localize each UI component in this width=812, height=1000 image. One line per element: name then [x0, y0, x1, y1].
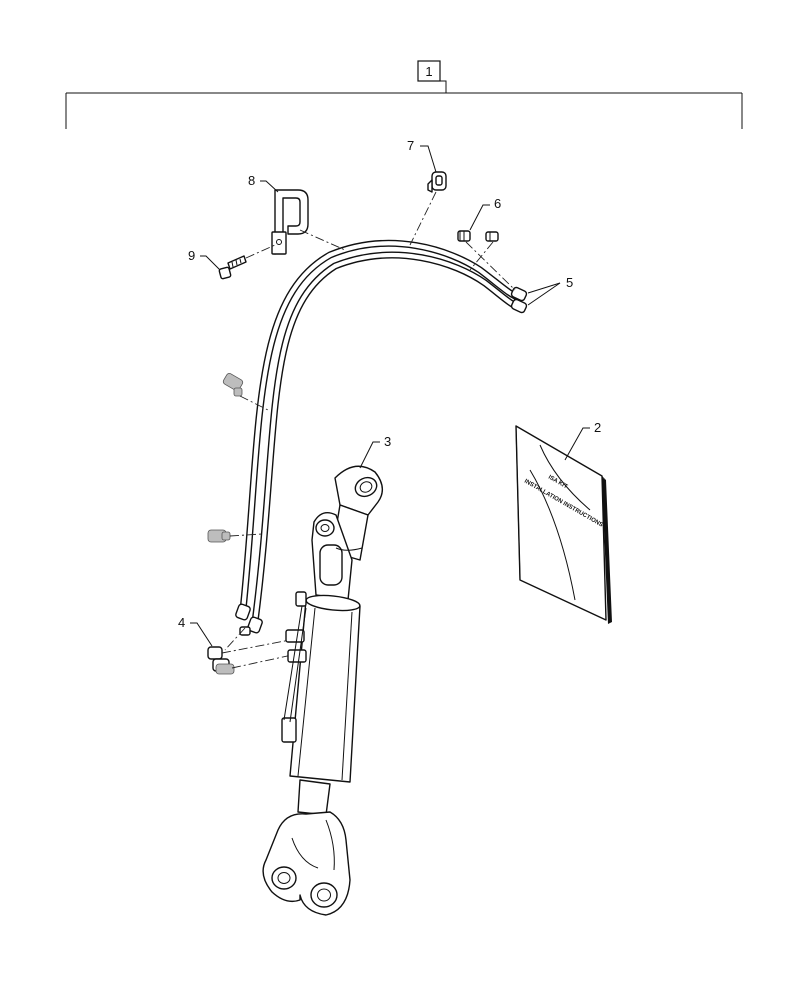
bracket-leader — [299, 229, 346, 251]
clamp[interactable] — [427, 171, 447, 193]
bolt-leader — [245, 244, 276, 259]
ghost-fitting-upper — [222, 373, 244, 397]
manual-callout-number: 2 — [594, 420, 601, 435]
fitting-leader-b — [469, 241, 494, 271]
hose-bracket[interactable] — [271, 189, 309, 255]
clamp-callout[interactable]: 7 — [407, 138, 437, 173]
upper-fitting-callout[interactable]: 6 — [469, 196, 501, 231]
clamp-leader — [409, 191, 437, 246]
ghost-fitting-lower — [207, 529, 231, 543]
upper-fittings[interactable] — [457, 230, 499, 242]
hoses-callout-number: 5 — [566, 275, 573, 290]
lower-fitting-leader-b — [231, 654, 293, 669]
bracket-callout-number: 8 — [248, 173, 255, 188]
lower-fitting-callout-number: 4 — [178, 615, 185, 630]
hose-end-lower — [235, 603, 263, 636]
cylinder-callout-number: 3 — [384, 434, 391, 449]
lower-fittings[interactable] — [207, 646, 235, 675]
installation-manual[interactable]: ISA KIT INSTALLATION INSTRUCTIONS — [515, 425, 612, 624]
lower-fitting-callout[interactable]: 4 — [178, 615, 213, 647]
fitting-leader-a — [465, 241, 516, 291]
lower-fitting-leader-c — [224, 627, 246, 651]
upper-fitting-callout-number: 6 — [494, 196, 501, 211]
bolt-callout[interactable]: 9 — [188, 248, 221, 271]
clamp-callout-number: 7 — [407, 138, 414, 153]
bolt[interactable] — [218, 255, 247, 280]
lower-fitting-leader-a — [221, 639, 291, 654]
ghost-leader-upper — [239, 395, 269, 411]
kit-callout-box[interactable] — [417, 60, 441, 82]
bolt-callout-number: 9 — [188, 248, 195, 263]
hoses-callout[interactable]: 5 — [527, 275, 573, 306]
manual-callout[interactable]: 2 — [564, 420, 601, 461]
hydraulic-hoses[interactable] — [235, 239, 528, 636]
cylinder-callout[interactable]: 3 — [359, 434, 391, 469]
kit-callout-number: 1 — [425, 64, 432, 79]
bracket-callout[interactable]: 8 — [248, 173, 279, 193]
hydraulic-cylinder[interactable] — [262, 465, 383, 916]
ghost-leader-lower — [229, 533, 263, 537]
hose-end-upper — [510, 286, 528, 314]
kit-bracket: 1 — [65, 60, 743, 129]
